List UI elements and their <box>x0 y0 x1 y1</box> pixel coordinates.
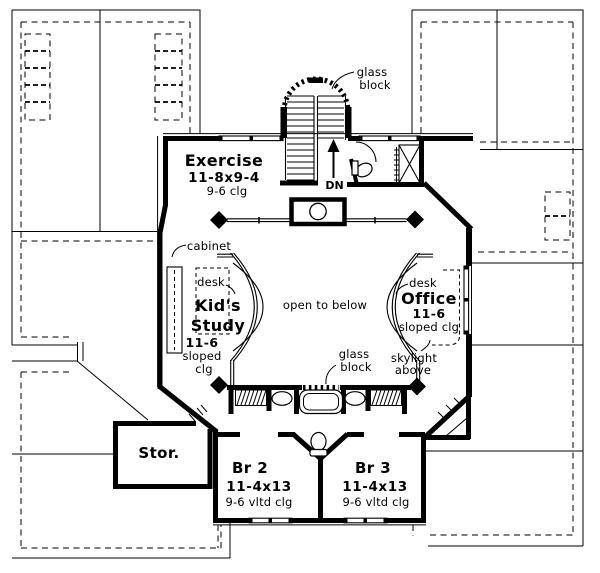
closet-hatch-right <box>370 389 402 406</box>
down-label: DN <box>325 179 343 192</box>
exterior-walls <box>157 136 474 523</box>
skylight-label-1: skylight <box>391 351 437 365</box>
stairs <box>284 95 347 183</box>
glass-block-label-bottom-2: block <box>340 360 372 374</box>
roof-skylight-left <box>24 33 51 121</box>
plant-shelf-circle <box>309 202 327 221</box>
linen-closet <box>394 144 421 184</box>
exercise-clg: 9-6 clg <box>207 184 248 198</box>
office-dims: 11-6 <box>413 306 446 321</box>
toilet-room <box>351 141 377 178</box>
study-desk-curve <box>232 262 264 352</box>
open-to-below-label: open to below <box>283 298 367 312</box>
exercise-dims: 11-8x9-4 <box>188 170 260 186</box>
desk-label-left: desk <box>197 275 225 289</box>
roof-outline-solid <box>11 9 584 559</box>
office-clg-outline <box>432 269 460 346</box>
room-label-kids-study-1: Kid's <box>195 296 241 315</box>
railing-left-curve <box>217 252 264 387</box>
sink-right <box>344 391 366 406</box>
toilet-bedroom-niche <box>309 431 328 457</box>
bathroom-fixtures <box>235 389 402 457</box>
glass-block-wall-top <box>280 76 352 138</box>
room-label-office: Office <box>401 289 457 308</box>
column-marker <box>210 376 228 394</box>
desk-label-right: desk <box>409 276 437 290</box>
storage-room-walls <box>113 404 213 489</box>
room-label-exercise: Exercise <box>185 151 264 170</box>
roof-skylight-right <box>544 191 571 241</box>
furniture <box>166 266 460 354</box>
office-window <box>463 265 470 335</box>
open-core <box>210 197 433 396</box>
br2-clg: 9-6 vltd clg <box>225 495 292 509</box>
sink-left <box>271 391 293 406</box>
kids-study-clg-2: clg <box>195 362 212 376</box>
roof-skylight-mid <box>154 33 183 121</box>
roof-outline-dashed <box>20 21 574 549</box>
room-label-stor: Stor. <box>138 444 179 462</box>
br3-window <box>343 517 388 524</box>
br2-window <box>248 517 293 524</box>
kids-study-dims: 11-6 <box>186 335 219 350</box>
br3-clg: 9-6 vltd clg <box>342 495 409 509</box>
windows <box>218 135 470 524</box>
br2-dims: 11-4x13 <box>226 479 291 495</box>
cabinet-unit <box>166 266 183 354</box>
br3-dims: 11-4x13 <box>342 479 407 495</box>
study-desk-outline <box>195 267 230 335</box>
column-marker <box>408 377 426 396</box>
glass-block-label-bottom-1: glass <box>339 347 370 361</box>
exercise-window <box>218 135 284 142</box>
glass-block-label-top-2: block <box>359 78 391 92</box>
railing-right-curve <box>386 252 433 386</box>
glass-block-label-top-1: glass <box>357 65 388 79</box>
office-desk-curve <box>386 262 418 352</box>
column-marker <box>406 210 424 229</box>
kids-study-clg-1: sloped <box>182 349 221 363</box>
column-marker <box>210 211 228 229</box>
labels: Exercise 11-8x9-4 9-6 clg glass block DN… <box>138 65 459 509</box>
cabinet-label: cabinet <box>187 239 231 253</box>
hall-window <box>358 135 421 142</box>
office-clg: sloped clg <box>399 320 459 334</box>
br3-closet <box>426 397 468 437</box>
closet-hatch-left <box>235 389 267 406</box>
room-label-br2: Br 2 <box>232 459 268 477</box>
leader-lines <box>171 71 431 385</box>
room-label-br3: Br 3 <box>355 459 391 477</box>
down-arrow <box>327 139 340 178</box>
skylight-label-2: above <box>395 363 431 377</box>
tub <box>298 389 344 415</box>
room-label-kids-study-2: Study <box>191 316 246 335</box>
